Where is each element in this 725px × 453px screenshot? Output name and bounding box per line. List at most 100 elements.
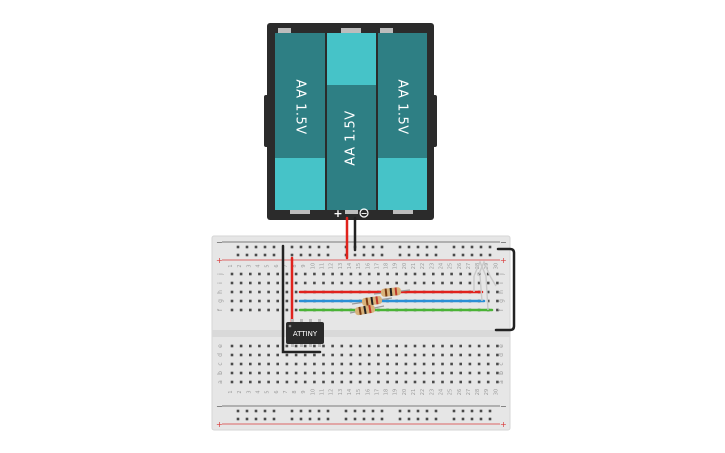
terminal-hole[interactable]	[285, 362, 289, 366]
terminal-hole[interactable]	[367, 362, 371, 366]
terminal-hole[interactable]	[496, 362, 499, 366]
terminal-hole[interactable]	[496, 371, 499, 375]
terminal-hole[interactable]	[432, 344, 435, 348]
top-rail-plus-hole[interactable]	[407, 253, 411, 257]
top-rail-plus-hole[interactable]	[299, 253, 303, 257]
bottom-rail-minus-hole[interactable]	[326, 409, 330, 413]
bottom-rail-minus-hole[interactable]	[434, 409, 438, 413]
terminal-hole[interactable]	[285, 344, 289, 348]
terminal-hole[interactable]	[294, 380, 298, 384]
terminal-hole[interactable]	[340, 371, 344, 375]
terminal-hole[interactable]	[249, 281, 252, 285]
terminal-hole[interactable]	[239, 344, 243, 348]
terminal-hole[interactable]	[441, 344, 444, 348]
resistor-1[interactable]	[373, 287, 411, 297]
terminal-hole[interactable]	[313, 371, 316, 375]
terminal-hole[interactable]	[386, 353, 389, 357]
terminal-hole[interactable]	[258, 380, 261, 384]
terminal-hole[interactable]	[377, 362, 380, 366]
terminal-hole[interactable]	[239, 299, 243, 303]
terminal-hole[interactable]	[285, 353, 289, 357]
terminal-hole[interactable]	[294, 272, 298, 276]
terminal-hole[interactable]	[239, 353, 243, 357]
terminal-hole[interactable]	[413, 272, 417, 276]
terminal-hole[interactable]	[450, 281, 453, 285]
terminal-hole[interactable]	[395, 371, 398, 375]
terminal-hole[interactable]	[285, 380, 289, 384]
top-rail-minus-hole[interactable]	[380, 245, 384, 249]
terminal-hole[interactable]	[349, 281, 353, 285]
terminal-hole[interactable]	[331, 371, 334, 375]
terminal-hole[interactable]	[349, 380, 353, 384]
top-rail-plus-hole[interactable]	[362, 253, 366, 257]
attiny-chip[interactable]: ATTINY	[286, 319, 324, 347]
terminal-hole[interactable]	[249, 344, 252, 348]
terminal-hole[interactable]	[294, 344, 298, 348]
top-rail-plus-hole[interactable]	[461, 253, 465, 257]
top-rail-minus-hole[interactable]	[371, 245, 375, 249]
top-rail-minus-hole[interactable]	[263, 245, 267, 249]
terminal-hole[interactable]	[395, 353, 398, 357]
bottom-rail-minus-hole[interactable]	[254, 409, 258, 413]
bottom-rail-plus-hole[interactable]	[326, 417, 330, 421]
bottom-rail-plus-hole[interactable]	[407, 417, 411, 421]
terminal-hole[interactable]	[276, 362, 279, 366]
terminal-hole[interactable]	[230, 281, 234, 285]
terminal-hole[interactable]	[230, 290, 234, 294]
terminal-hole[interactable]	[386, 344, 389, 348]
terminal-hole[interactable]	[450, 272, 453, 276]
resistors[interactable]	[349, 287, 411, 316]
terminal-hole[interactable]	[441, 371, 444, 375]
terminal-hole[interactable]	[349, 272, 353, 276]
terminal-hole[interactable]	[404, 362, 408, 366]
terminal-hole[interactable]	[340, 281, 344, 285]
top-rail-minus-hole[interactable]	[488, 245, 492, 249]
top-rail-minus-hole[interactable]	[317, 245, 321, 249]
bottom-rail-plus-hole[interactable]	[488, 417, 492, 421]
terminal-hole[interactable]	[358, 380, 362, 384]
terminal-hole[interactable]	[267, 272, 270, 276]
terminal-hole[interactable]	[441, 272, 444, 276]
terminal-hole[interactable]	[468, 371, 472, 375]
terminal-hole[interactable]	[313, 353, 316, 357]
top-rail-minus-hole[interactable]	[362, 245, 366, 249]
terminal-hole[interactable]	[386, 272, 389, 276]
top-rail-minus-hole[interactable]	[398, 245, 402, 249]
terminal-hole[interactable]	[267, 290, 270, 294]
terminal-hole[interactable]	[486, 371, 490, 375]
terminal-hole[interactable]	[276, 281, 279, 285]
terminal-hole[interactable]	[477, 380, 481, 384]
terminal-hole[interactable]	[267, 308, 270, 312]
terminal-hole[interactable]	[486, 353, 490, 357]
terminal-hole[interactable]	[432, 353, 435, 357]
terminal-hole[interactable]	[432, 281, 435, 285]
terminal-hole[interactable]	[404, 272, 408, 276]
terminal-hole[interactable]	[496, 344, 499, 348]
terminal-hole[interactable]	[258, 371, 261, 375]
terminal-hole[interactable]	[496, 272, 499, 276]
terminal-hole[interactable]	[367, 281, 371, 285]
terminal-hole[interactable]	[230, 353, 234, 357]
bottom-rail-minus-hole[interactable]	[416, 409, 420, 413]
bottom-rail-plus-hole[interactable]	[236, 417, 240, 421]
top-rail-plus-hole[interactable]	[398, 253, 402, 257]
top-rail-minus-hole[interactable]	[236, 245, 240, 249]
top-rail-plus-hole[interactable]	[263, 253, 267, 257]
bottom-rail-plus-hole[interactable]	[272, 417, 276, 421]
terminal-hole[interactable]	[450, 344, 453, 348]
top-rail-plus-hole[interactable]	[452, 253, 456, 257]
terminal-hole[interactable]	[249, 299, 252, 303]
terminal-hole[interactable]	[303, 371, 307, 375]
terminal-hole[interactable]	[377, 344, 380, 348]
terminal-hole[interactable]	[358, 344, 362, 348]
terminal-hole[interactable]	[468, 353, 472, 357]
top-rail-minus-hole[interactable]	[272, 245, 276, 249]
terminal-hole[interactable]	[276, 308, 279, 312]
top-rail-minus-hole[interactable]	[245, 245, 249, 249]
terminal-hole[interactable]	[230, 308, 234, 312]
top-rail-minus-hole[interactable]	[452, 245, 456, 249]
battery-cell-2[interactable]: AA 1.5V	[327, 28, 376, 214]
terminal-hole[interactable]	[349, 371, 353, 375]
terminal-hole[interactable]	[294, 299, 298, 303]
terminal-hole[interactable]	[422, 272, 426, 276]
